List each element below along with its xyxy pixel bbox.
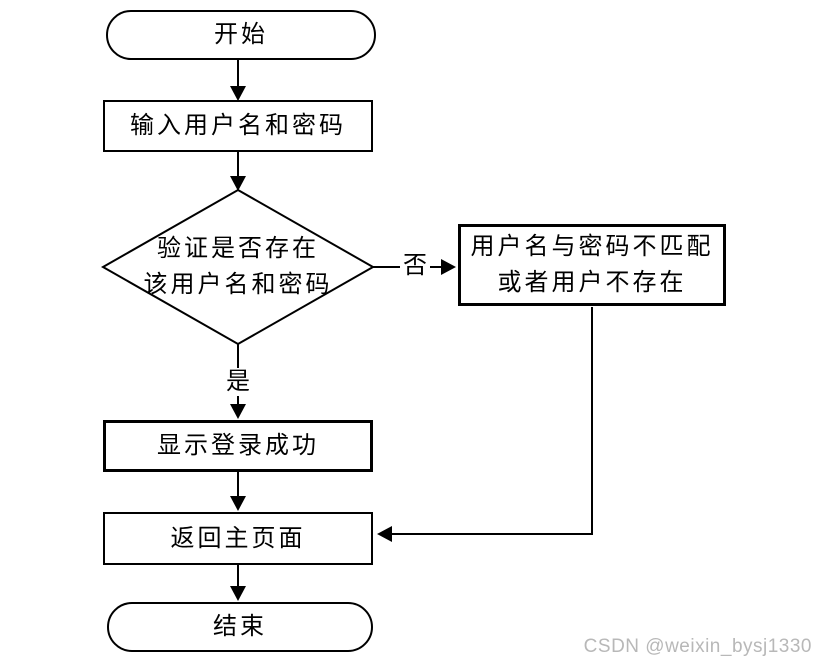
- node-login-success-label: 显示登录成功: [157, 433, 319, 459]
- branch-label-no: 否: [400, 252, 430, 280]
- edge-start-to-input: [230, 60, 246, 101]
- arrowhead-down-icon: [230, 86, 246, 101]
- decision-diamond-shape: [100, 188, 376, 346]
- node-verify-decision: 验证是否存在 该用户名和密码: [123, 195, 353, 339]
- node-mismatch-label-line2: 或者用户不存在: [497, 270, 687, 296]
- node-input-label: 输入用户名和密码: [130, 113, 346, 139]
- node-return-main: 返回主页面: [103, 512, 373, 565]
- edge-input-to-verify: [230, 152, 246, 191]
- arrowhead-left-icon: [377, 526, 392, 542]
- node-verify-label-line1: 验证是否存在: [157, 236, 319, 262]
- node-mismatch-error: 用户名与密码不匹配 或者用户不存在: [458, 224, 726, 306]
- node-start-label: 开始: [214, 22, 268, 48]
- csdn-watermark: CSDN @weixin_bysj1330: [583, 636, 812, 657]
- arrowhead-down-icon: [230, 586, 246, 601]
- arrowhead-right-icon: [441, 259, 456, 275]
- node-end: 结束: [107, 602, 373, 652]
- node-input-credentials: 输入用户名和密码: [103, 100, 373, 152]
- arrowhead-down-icon: [230, 176, 246, 191]
- node-mismatch-label-line1: 用户名与密码不匹配: [470, 234, 714, 260]
- edge-success-to-return: [230, 472, 246, 511]
- edge-mismatch-to-return: [377, 307, 593, 542]
- branch-label-yes: 是: [223, 368, 253, 396]
- arrowhead-down-icon: [230, 404, 246, 419]
- node-start: 开始: [106, 10, 376, 60]
- node-login-success: 显示登录成功: [103, 420, 373, 472]
- node-end-label: 结束: [213, 614, 267, 640]
- node-verify-label-line2: 该用户名和密码: [143, 272, 333, 298]
- node-return-main-label: 返回主页面: [170, 525, 306, 552]
- edge-return-to-end: [230, 565, 246, 601]
- arrowhead-down-icon: [230, 496, 246, 511]
